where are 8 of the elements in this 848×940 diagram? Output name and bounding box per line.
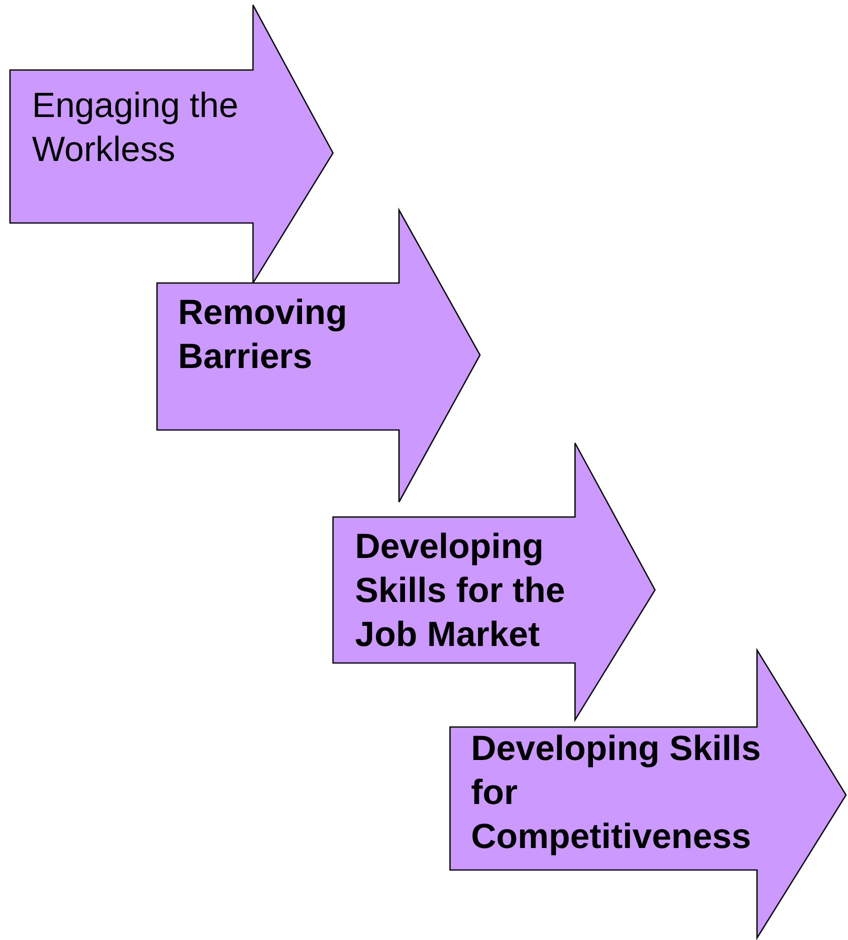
arrow-label: Engaging the Workless bbox=[32, 85, 240, 171]
step-shape bbox=[333, 443, 655, 720]
step-shape bbox=[450, 650, 846, 938]
step-shape bbox=[10, 5, 333, 283]
arrow-label: Removing Barriers bbox=[178, 292, 348, 378]
arrow-label: Developing Skills for the Job Market bbox=[355, 526, 566, 656]
step-shape bbox=[157, 210, 480, 502]
arrow-label: Developing Skills for Competitiveness bbox=[471, 728, 762, 858]
